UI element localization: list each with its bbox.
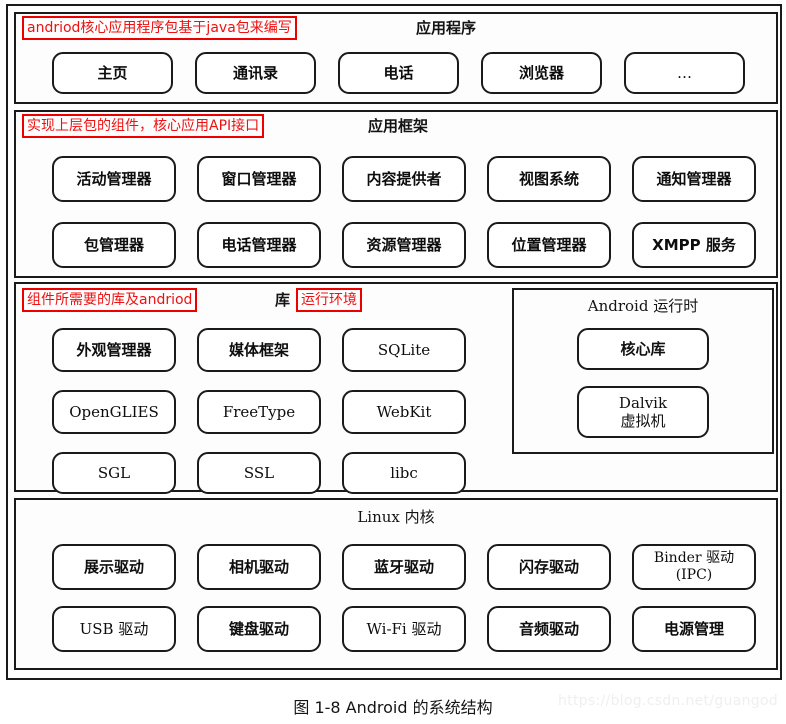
framework-box-location-manager[interactable]: 位置管理器 — [487, 222, 611, 268]
lib-box-freetype[interactable]: FreeType — [197, 390, 321, 434]
kernel-box-binder-driver[interactable]: Binder 驱动 (IPC) — [632, 544, 756, 590]
annotation-libraries: 组件所需要的库及andriod — [22, 288, 198, 312]
layer-linux-kernel: Linux 内核 展示驱动 相机驱动 蓝牙驱动 闪存驱动 Binder 驱动 (… — [14, 498, 778, 670]
annotation-applications: andriod核心应用程序包基于java包来编写 — [22, 16, 297, 40]
layer-libraries: 组件所需要的库及andriod 库 运行环境 外观管理器 媒体框架 SQLite… — [14, 282, 778, 494]
layer-application-framework: 实现上层包的组件，核心应用API接口 应用框架 活动管理器 窗口管理器 内容提供… — [14, 110, 778, 278]
libraries-header: 组件所需要的库及andriod 库 运行环境 — [16, 284, 776, 314]
kernel-box-bluetooth-driver[interactable]: 蓝牙驱动 — [342, 544, 466, 590]
framework-title: 应用框架 — [368, 117, 429, 135]
applications-row: 主页 通讯录 电话 浏览器 … — [52, 52, 745, 94]
libraries-row-1: 外观管理器 媒体框架 SQLite — [52, 328, 466, 372]
layer-applications: andriod核心应用程序包基于java包来编写 应用程序 主页 通讯录 电话 … — [14, 12, 778, 104]
annotation-runtime-environment: 运行环境 — [296, 288, 362, 312]
lib-box-webkit[interactable]: WebKit — [342, 390, 466, 434]
framework-box-notification-manager[interactable]: 通知管理器 — [632, 156, 756, 202]
framework-box-package-manager[interactable]: 包管理器 — [52, 222, 176, 268]
kernel-box-keypad-driver[interactable]: 键盘驱动 — [197, 606, 321, 652]
runtime-box-core-library[interactable]: 核心库 — [577, 328, 709, 370]
framework-box-window-manager[interactable]: 窗口管理器 — [197, 156, 321, 202]
kernel-box-audio-driver[interactable]: 音频驱动 — [487, 606, 611, 652]
kernel-title: Linux 内核 — [357, 508, 435, 526]
framework-row-1: 活动管理器 窗口管理器 内容提供者 视图系统 通知管理器 — [52, 156, 756, 202]
framework-box-activity-manager[interactable]: 活动管理器 — [52, 156, 176, 202]
framework-row-2: 包管理器 电话管理器 资源管理器 位置管理器 XMPP 服务 — [52, 222, 756, 268]
framework-box-telephony-manager[interactable]: 电话管理器 — [197, 222, 321, 268]
libraries-row-3: SGL SSL libc — [52, 452, 466, 494]
applications-title: 应用程序 — [416, 19, 477, 37]
framework-box-xmpp-service[interactable]: XMPP 服务 — [632, 222, 756, 268]
lib-box-media-framework[interactable]: 媒体框架 — [197, 328, 321, 372]
kernel-box-camera-driver[interactable]: 相机驱动 — [197, 544, 321, 590]
kernel-box-power-management[interactable]: 电源管理 — [632, 606, 756, 652]
kernel-row-2: USB 驱动 键盘驱动 Wi-Fi 驱动 音频驱动 电源管理 — [52, 606, 756, 652]
lib-box-sgl[interactable]: SGL — [52, 452, 176, 494]
app-box-browser[interactable]: 浏览器 — [481, 52, 602, 94]
framework-box-view-system[interactable]: 视图系统 — [487, 156, 611, 202]
app-box-phone[interactable]: 电话 — [338, 52, 459, 94]
framework-box-resource-manager[interactable]: 资源管理器 — [342, 222, 466, 268]
lib-box-surface-manager[interactable]: 外观管理器 — [52, 328, 176, 372]
lib-box-opengl-es[interactable]: OpenGLIES — [52, 390, 176, 434]
lib-box-ssl[interactable]: SSL — [197, 452, 321, 494]
lib-box-sqlite[interactable]: SQLite — [342, 328, 466, 372]
kernel-box-flash-driver[interactable]: 闪存驱动 — [487, 544, 611, 590]
kernel-box-usb-driver[interactable]: USB 驱动 — [52, 606, 176, 652]
android-runtime-panel: Android 运行时 核心库 Dalvik 虚拟机 — [512, 288, 774, 454]
applications-header: andriod核心应用程序包基于java包来编写 应用程序 — [16, 14, 776, 44]
android-architecture-diagram: andriod核心应用程序包基于java包来编写 应用程序 主页 通讯录 电话 … — [6, 4, 782, 680]
app-box-more[interactable]: … — [624, 52, 745, 94]
app-box-home[interactable]: 主页 — [52, 52, 173, 94]
watermark: https://blog.csdn.net/guangod — [557, 693, 778, 709]
libraries-row-2: OpenGLIES FreeType WebKit — [52, 390, 466, 434]
kernel-box-wifi-driver[interactable]: Wi-Fi 驱动 — [342, 606, 466, 652]
lib-box-libc[interactable]: libc — [342, 452, 466, 494]
figure-caption: 图 1-8 Android 的系统结构 — [293, 698, 493, 717]
runtime-box-dalvik-vm[interactable]: Dalvik 虚拟机 — [577, 386, 709, 438]
kernel-header: Linux 内核 — [16, 500, 776, 530]
kernel-row-1: 展示驱动 相机驱动 蓝牙驱动 闪存驱动 Binder 驱动 (IPC) — [52, 544, 756, 590]
app-box-contacts[interactable]: 通讯录 — [195, 52, 316, 94]
libraries-title: 库 — [275, 291, 291, 309]
kernel-box-display-driver[interactable]: 展示驱动 — [52, 544, 176, 590]
annotation-framework: 实现上层包的组件，核心应用API接口 — [22, 114, 265, 138]
runtime-title: Android 运行时 — [587, 297, 699, 315]
framework-header: 实现上层包的组件，核心应用API接口 应用框架 — [16, 112, 776, 142]
framework-box-content-provider[interactable]: 内容提供者 — [342, 156, 466, 202]
